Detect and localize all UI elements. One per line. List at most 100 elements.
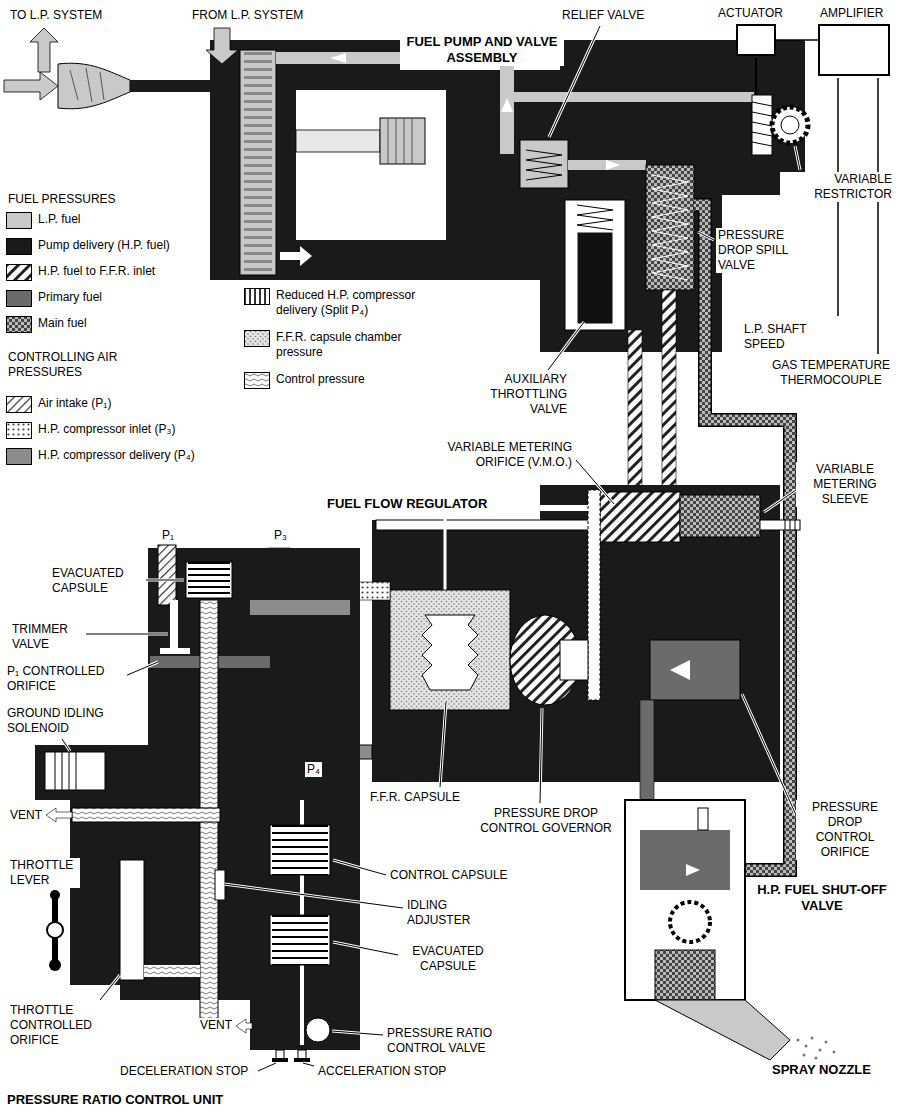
- fuel-flow-regulator: [560, 640, 588, 680]
- part-label: ACCELERATION STOP: [316, 1064, 448, 1079]
- legend-text: Pump delivery (H.P. fuel): [38, 238, 208, 253]
- fuel-flow-regulator: [422, 615, 478, 690]
- legend-swatch-fill: [7, 423, 32, 439]
- part-label: PRESSURE DROP CONTROL GOVERNOR: [474, 806, 618, 836]
- pump-assembly: [244, 52, 272, 273]
- leader-line: [62, 26, 800, 1071]
- legend-swatch: [244, 372, 270, 389]
- part-label: PRESSURE RATIO CONTROL UNIT: [5, 1092, 225, 1108]
- legend-text: H.P. compressor inlet (P₃): [38, 422, 208, 437]
- pump-assembly: [380, 118, 425, 164]
- legend-text: Reduced H.P. compressor delivery (Split …: [276, 288, 436, 318]
- pressure-ratio-control-unit: [72, 808, 220, 822]
- legend-swatch-fill: [7, 397, 32, 413]
- pump-assembly: [58, 63, 130, 109]
- legend-swatch-fill: [7, 317, 32, 333]
- legend-swatch: [6, 264, 32, 281]
- fuel-flow-regulator: [650, 640, 740, 700]
- part-label: THROTTLE CONTROLLED ORIFICE: [8, 1003, 116, 1048]
- part-label: TRIMMER VALVE: [10, 622, 86, 652]
- pump-assembly: [565, 200, 625, 330]
- shut-off-valve: [625, 800, 745, 1000]
- pressure-ratio-control-unit: [294, 1058, 310, 1062]
- spray-nozzle: [803, 1054, 806, 1057]
- pump-assembly: [330, 53, 346, 63]
- spray-nozzle: [815, 1057, 818, 1060]
- pump-assembly: [520, 140, 568, 188]
- part-label: RELIEF VALVE: [560, 8, 646, 23]
- part-label: P₁: [160, 528, 176, 543]
- pressure-ratio-control-unit: [250, 600, 350, 615]
- part-label: L.P. SHAFT SPEED: [742, 322, 836, 352]
- pump-assembly: [296, 90, 446, 240]
- pressure-ratio-control-unit: [236, 1019, 252, 1033]
- pressure-ratio-control-unit: [160, 648, 190, 654]
- legend-swatch-fill: [7, 265, 32, 281]
- fuel-pipes: [628, 330, 642, 486]
- fuel-flow-regulator: [640, 700, 654, 800]
- part-label: EVACUATED CAPSULE: [400, 944, 496, 974]
- legend-text: L.P. fuel: [38, 212, 208, 227]
- pump-assembly: [577, 232, 613, 324]
- pressure-ratio-control-unit: [55, 752, 76, 790]
- legend-text: F.F.R. capsule chamber pressure: [276, 330, 436, 360]
- pump-assembly: [500, 64, 514, 154]
- spray-nozzle: [819, 1049, 822, 1052]
- pump-assembly: [388, 118, 412, 164]
- shut-off-valve: [686, 864, 700, 876]
- shut-off-valve: [698, 808, 708, 830]
- pump-assembly: [877, 78, 879, 354]
- spray-nozzle: [655, 1000, 836, 1060]
- part-label: EVACUATED CAPSULE: [50, 566, 146, 596]
- part-label: P₄: [305, 762, 322, 777]
- spray-nozzle: [655, 1000, 790, 1060]
- fuel-flow-regulator: [390, 590, 510, 710]
- legend-swatch: [244, 330, 270, 347]
- pressure-ratio-control-unit: [120, 860, 144, 980]
- pressure-ratio-control-unit: [186, 562, 232, 598]
- pressure-ratio-control-unit: [272, 825, 328, 875]
- pressure-ratio-control-unit: [49, 959, 61, 971]
- pump-assembly: [210, 40, 805, 352]
- part-label: THROTTLE LEVER: [8, 858, 80, 888]
- pressure-ratio-control-unit: [272, 1058, 288, 1062]
- control-box: ACTUATOR: [716, 6, 785, 56]
- legend-row: L.P. fuel: [6, 212, 208, 229]
- part-label: FROM L.P. SYSTEM: [190, 8, 305, 23]
- pump-assembly: [568, 160, 646, 170]
- pump-assembly: [240, 50, 276, 275]
- shut-off-valve: [655, 950, 715, 1000]
- legend-swatch-fill: [245, 289, 270, 305]
- part-label: GROUND IDLING SOLENOID: [5, 706, 127, 736]
- pump-assembly: [652, 175, 688, 280]
- pump-assembly: [296, 130, 380, 152]
- part-label: VENT: [8, 808, 44, 823]
- pressure-ratio-control-unit: [306, 1018, 330, 1042]
- part-label: GAS TEMPERATURE THERMOCOUPLE: [768, 358, 894, 388]
- shut-off-valve: [625, 800, 745, 1000]
- wire-connector: [776, 39, 818, 41]
- pressure-ratio-control-unit: [50, 890, 60, 900]
- fuel-flow-regulator: [588, 490, 600, 700]
- pump-assembly: [501, 98, 513, 112]
- shut-off-valve: [640, 830, 730, 890]
- pressure-ratio-control-unit: [272, 915, 328, 965]
- pump-assembly: [755, 58, 757, 95]
- pump-assembly: [130, 80, 210, 92]
- pump-assembly: [606, 160, 620, 170]
- legend-row: Air intake (P₁): [6, 396, 208, 413]
- part-label: VARIABLE RESTRICTOR: [780, 172, 894, 202]
- pressure-ratio-control-unit: [144, 965, 200, 977]
- legend-text: Primary fuel: [38, 290, 208, 305]
- pump-assembly: [4, 72, 58, 100]
- pump-assembly: [772, 107, 808, 143]
- part-label: CONTROLLING AIR PRESSURES: [6, 350, 140, 380]
- part-label: P₁ CONTROLLED ORIFICE: [5, 664, 127, 694]
- part-label: SPRAY NOZZLE: [770, 1062, 873, 1078]
- legend-row: Pump delivery (H.P. fuel): [6, 238, 208, 255]
- part-label: TO L.P. SYSTEM: [8, 8, 104, 23]
- pressure-ratio-control-unit: [47, 922, 63, 938]
- part-label: IDLING ADJUSTER: [405, 898, 491, 928]
- part-label: PRESSURE RATIO CONTROL VALVE: [385, 1026, 529, 1056]
